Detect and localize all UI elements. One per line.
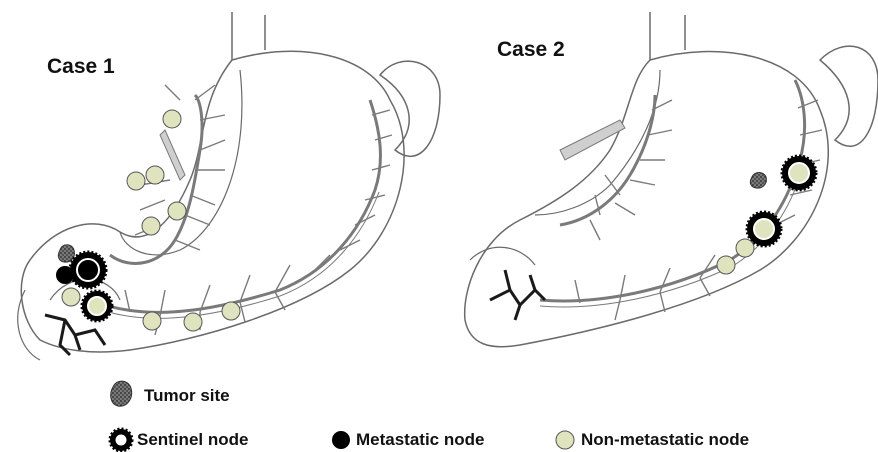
case1-nonmetastatic-node (142, 217, 160, 235)
case1-sentinel-node-1 (70, 252, 106, 288)
case1-nonmetastatic-node (184, 313, 202, 331)
case1-nonmetastatic-node (62, 288, 80, 306)
case1-nonmetastatic-node (146, 166, 164, 184)
case1-nonmetastatic-node (168, 202, 186, 220)
case1-sentinel-node-2 (82, 291, 112, 321)
legend-nonmetastatic: Non-metastatic node (581, 430, 749, 450)
legend-nonmetastatic-icon (556, 431, 574, 449)
case1-nonmetastatic-node (222, 302, 240, 320)
case1-nonmetastatic-node (127, 172, 145, 190)
case2-dark-vessels (490, 270, 545, 320)
case1-tumor-site (58, 245, 74, 262)
case2-title: Case 2 (497, 38, 565, 62)
case1-spleen (380, 61, 440, 156)
case2-tumor-site (750, 173, 766, 189)
case1-esophagus (232, 12, 265, 60)
legend-tumor-icon (111, 381, 132, 406)
case2-nonmetastatic-node (736, 239, 754, 257)
legend-metastatic: Metastatic node (356, 430, 484, 450)
case1-nonmetastatic-node (163, 110, 181, 128)
legend-sentinel-icon (110, 429, 132, 451)
case2-esophagus (650, 12, 685, 60)
case2-duodenum (470, 247, 535, 265)
case1-nonmetastatic-node (143, 312, 161, 330)
case2-diagram (465, 12, 878, 347)
case1-greater-vessel (90, 100, 380, 312)
legend-metastatic-icon (332, 431, 350, 449)
legend-metastatic-label: Metastatic node (356, 430, 484, 450)
case2-spleen (820, 46, 878, 146)
case1-greater-vessel-inner (90, 192, 379, 318)
legend-sentinel-label: Sentinel node (137, 430, 248, 450)
legend-tumor-label: Tumor site (144, 386, 230, 406)
legend-tumor: Tumor site (144, 386, 230, 406)
legend-sentinel: Sentinel node (137, 430, 248, 450)
legend-nonmetastatic-label: Non-metastatic node (581, 430, 749, 450)
case2-lesser-branches (590, 100, 672, 240)
case2-sentinel-node-2 (747, 212, 781, 246)
case1-title: Case 1 (47, 55, 115, 79)
case2-sentinel-node-1 (782, 156, 816, 190)
case2-nonmetastatic-node (717, 256, 735, 274)
